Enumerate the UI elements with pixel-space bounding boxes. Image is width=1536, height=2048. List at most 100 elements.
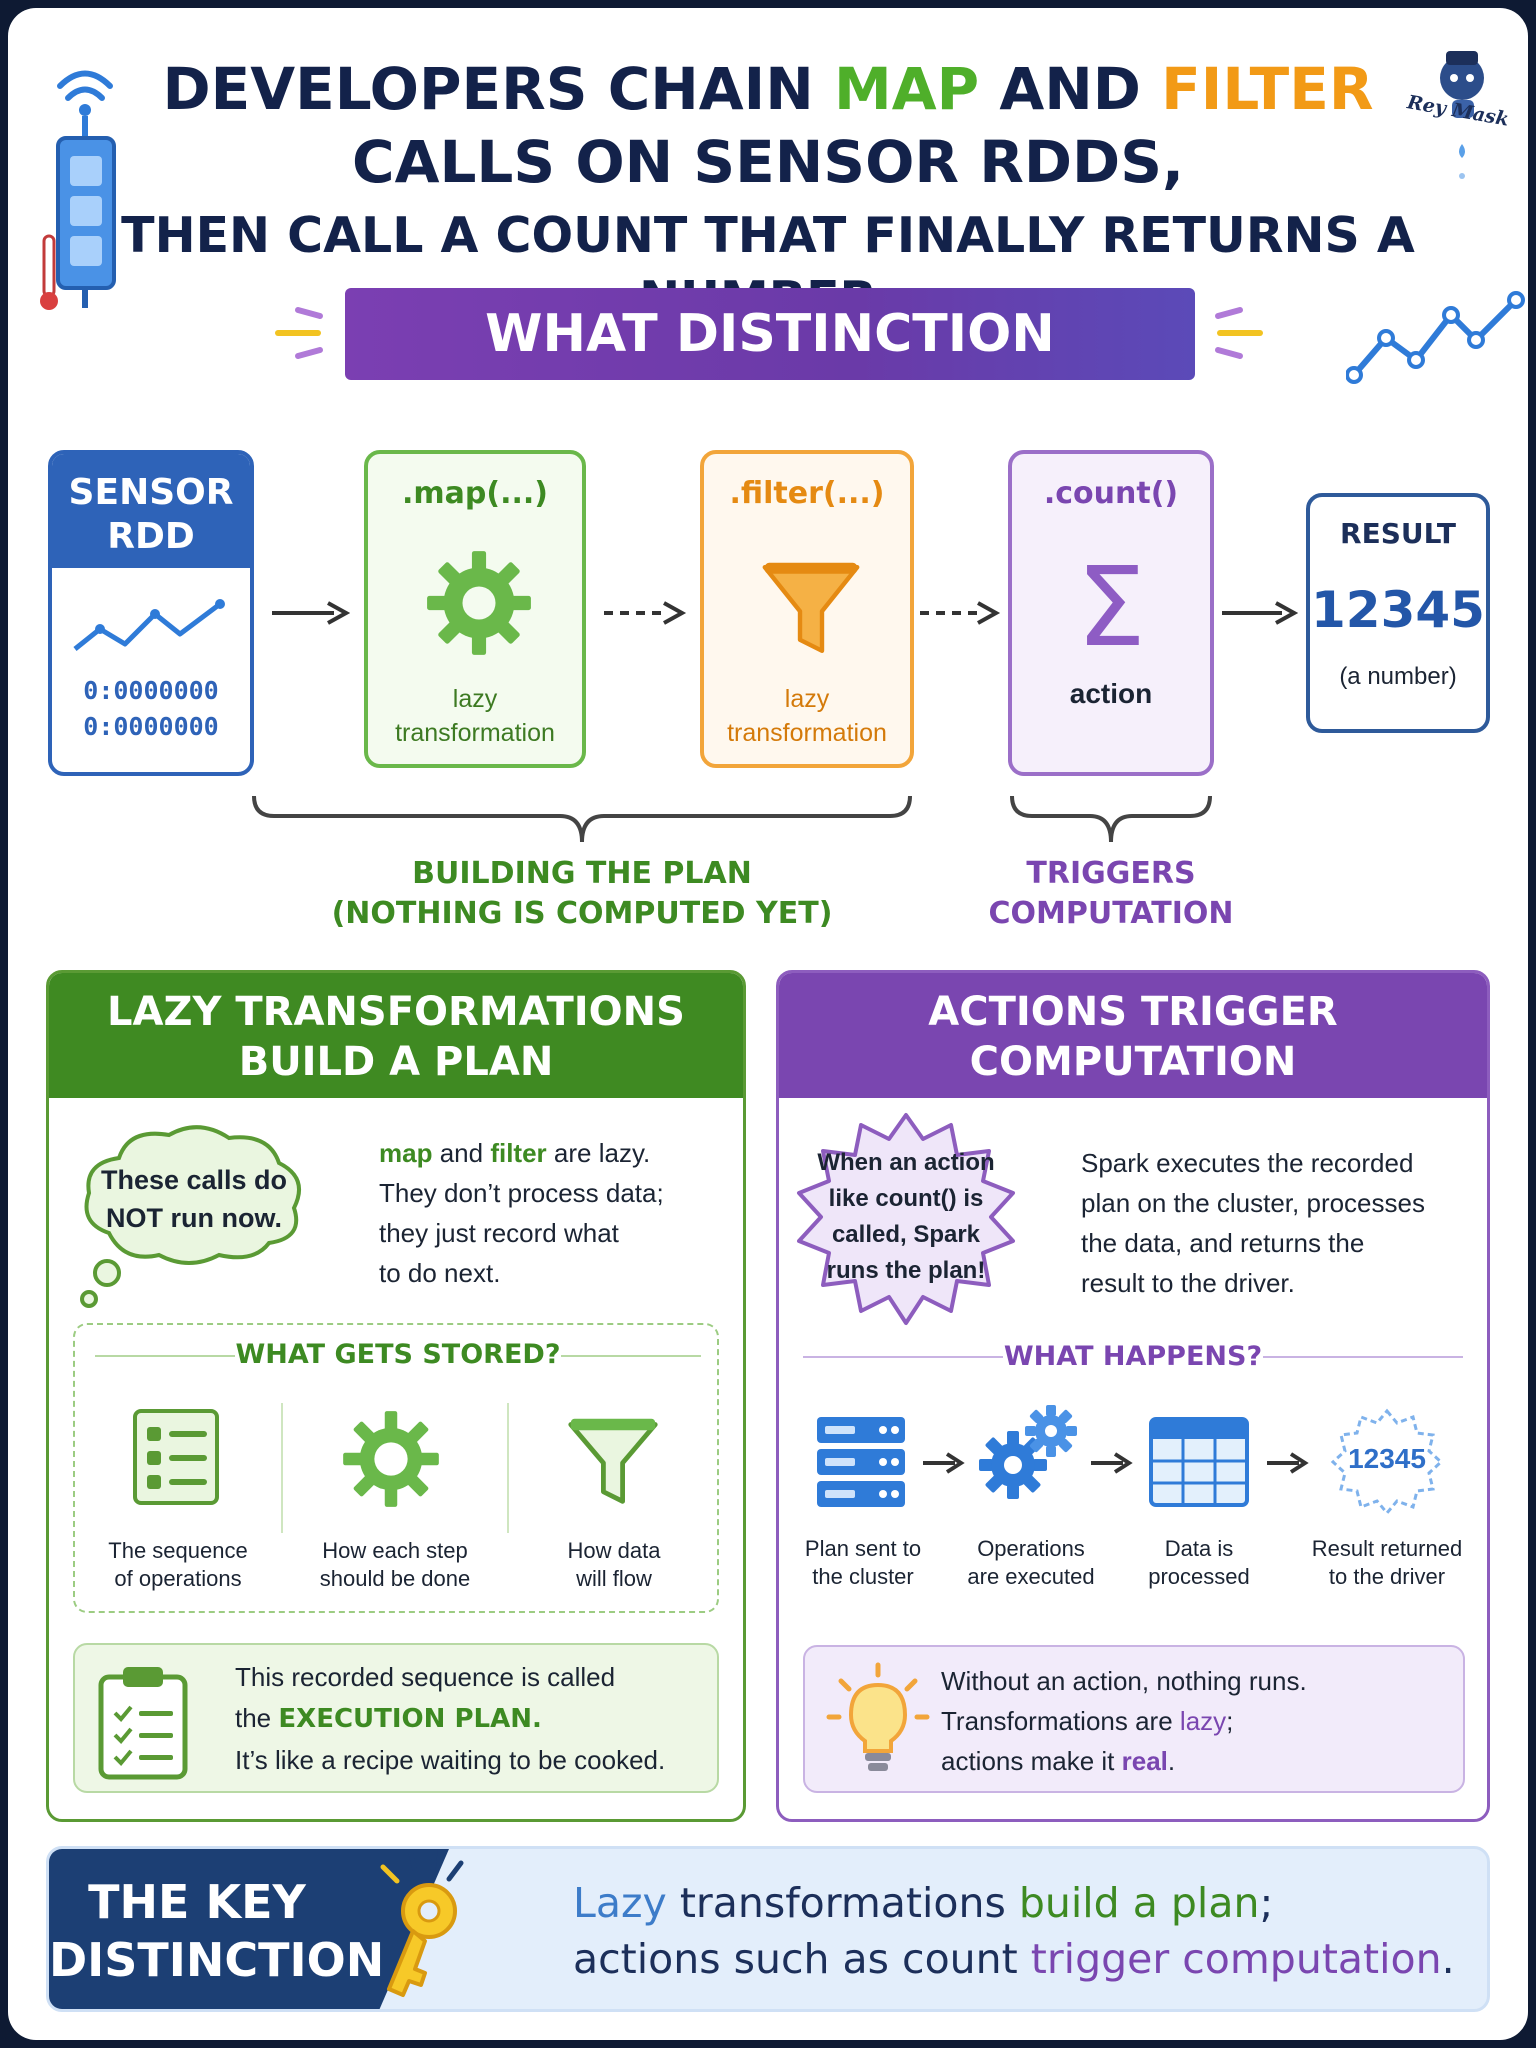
actions-description: Spark executes the recorded plan on the … — [1081, 1143, 1481, 1303]
burst-line-1: When an action — [817, 1149, 995, 1176]
filter-label: .filter(...) — [729, 476, 885, 511]
gear-outline-icon — [343, 1411, 439, 1507]
step-arrow-3 — [1267, 1452, 1309, 1474]
what-gets-stored-box: WHAT GETS STORED? — [73, 1323, 719, 1613]
desc-filter: filter — [490, 1138, 547, 1168]
sensor-rdd-box: SENSOR RDD 0:0000000 0:0000000 — [48, 450, 254, 776]
stored-item-2-line-2: should be done — [319, 1566, 471, 1591]
actions-desc-line-1: Spark executes the recorded — [1081, 1148, 1414, 1178]
stored-sep-2 — [507, 1403, 509, 1533]
execution-plan-note: This recorded sequence is called the EXE… — [73, 1643, 719, 1793]
title-and: AND — [999, 55, 1141, 123]
step-arrow-2 — [1091, 1452, 1133, 1474]
stored-item-1-line-1: The sequence — [108, 1538, 248, 1563]
lazy-transformations-panel: LAZY TRANSFORMATIONS BUILD A PLAN These … — [46, 970, 746, 1822]
arrow-4 — [1222, 611, 1282, 615]
key-distinction-footer: THE KEY DISTINCTION Lazy transformations… — [46, 1846, 1490, 2012]
what-happens-title: WHAT HAPPENS? — [1003, 1341, 1263, 1372]
result-box: RESULT 12345 (a number) — [1306, 493, 1490, 733]
thought-cloud-icon — [80, 1125, 301, 1308]
dashed-arrow-2 — [604, 601, 687, 625]
arrow-1-head — [327, 601, 350, 625]
desc-and: and — [439, 1138, 484, 1168]
plan-note-line-2: the EXECUTION PLAN. — [235, 1698, 715, 1740]
step-4-line-2: to the driver — [1328, 1564, 1446, 1589]
plan-note-line-3: It’s like a recipe waiting to be cooked. — [235, 1745, 666, 1775]
binary-row-1: 0:0000000 — [83, 676, 219, 705]
sparkle-right-icon — [1215, 307, 1263, 359]
burst-line-4: runs the plan! — [826, 1257, 986, 1284]
footer-build-plan: build a plan — [1018, 1879, 1260, 1927]
stored-item-3-line-1: How data — [567, 1538, 661, 1563]
footer-line-2: actions such as count trigger computatio… — [573, 1931, 1483, 1987]
stored-sep-1 — [281, 1403, 283, 1533]
burst-bubble-icon — [797, 1113, 1015, 1325]
arrow-4-head — [1275, 601, 1298, 625]
count-sub: action — [1069, 678, 1153, 709]
server-icon — [817, 1417, 905, 1507]
actions-desc-line-2: plan on the cluster, processes — [1081, 1188, 1425, 1218]
note-line-3-post: . — [1167, 1746, 1176, 1776]
sensor-rdd-header — [52, 454, 250, 568]
lazy-description: map and filter are lazy. They don’t proc… — [379, 1133, 739, 1293]
result-sub: (a number) — [1339, 663, 1457, 690]
lazy-desc-line-2: They don’t process data; — [379, 1178, 664, 1208]
result-value: 12345 — [1311, 581, 1485, 639]
question-banner: WHAT DISTINCTION MATTERS? — [345, 288, 1195, 456]
burst-line-2: like count() is — [828, 1185, 984, 1212]
step-arrow-1 — [923, 1452, 965, 1474]
infographic-page: Rey Mask DEVELOPERS CHAIN MAP AND FILTER… — [8, 8, 1528, 2040]
gears-icon — [979, 1405, 1077, 1499]
footer-line-2-pre: actions such as count — [573, 1935, 1018, 1983]
gear-icon — [427, 551, 531, 655]
key-icon — [380, 1849, 464, 1997]
title-map: MAP — [834, 55, 980, 123]
sparkle-left-icon — [275, 307, 323, 359]
lazy-panel-header: LAZY TRANSFORMATIONS BUILD A PLAN — [49, 973, 743, 1098]
note-line-3: actions make it real. — [941, 1741, 1461, 1781]
key-distinction-label-block — [49, 1849, 449, 2009]
result-badge-value: 12345 — [1348, 1443, 1426, 1474]
footer-trigger: trigger computation — [1030, 1935, 1442, 1983]
mascot-logo-icon — [1440, 51, 1484, 179]
map-label: .map(...) — [402, 476, 548, 511]
actions-panel-header: ACTIONS TRIGGER COMPUTATION — [779, 973, 1487, 1098]
lazy-panel-title-2: BUILD A PLAN — [238, 1039, 554, 1085]
stored-item-2-line-1: How each step — [322, 1538, 468, 1563]
stored-divider-right — [561, 1355, 701, 1357]
map-box: .map(...) lazy transformation — [364, 450, 586, 768]
count-box: .count() Σ action — [1008, 450, 1214, 776]
stored-item-1-line-2: of operations — [114, 1566, 242, 1591]
desc-are-lazy: are lazy. — [553, 1138, 651, 1168]
sensor-chart-icon — [73, 599, 225, 651]
plan-brace-label-1: BUILDING THE PLAN — [412, 856, 752, 891]
stored-item-3-line-2: will flow — [576, 1566, 652, 1591]
note-lazy: lazy — [1179, 1706, 1227, 1736]
key-label-2: DISTINCTION — [49, 1933, 385, 1987]
title-line-2: CALLS ON SENSOR RDDS, — [352, 128, 1184, 196]
arrow-1 — [272, 611, 334, 615]
note-line-3-pre: actions make it — [941, 1746, 1115, 1776]
clipboard-icon — [98, 1667, 188, 1780]
what-gets-stored-title: WHAT GETS STORED? — [235, 1339, 561, 1370]
trigger-label-2: COMPUTATION — [988, 896, 1234, 931]
nothing-runs-note: Without an action, nothing runs. Transfo… — [803, 1645, 1465, 1793]
step-2-line-2: are executed — [967, 1564, 1095, 1589]
burst-text: When an action like count() is called, S… — [811, 1145, 1001, 1289]
actions-desc-line-4: result to the driver. — [1081, 1268, 1295, 1298]
wireless-sensor-icon — [40, 70, 116, 310]
note-real: real — [1121, 1746, 1168, 1776]
count-label: .count() — [1043, 476, 1179, 511]
stored-divider-left — [95, 1355, 235, 1357]
binary-row-2: 0:0000000 — [83, 712, 219, 741]
step-3-line-2: processed — [1148, 1564, 1250, 1589]
happens-divider-left — [803, 1356, 1003, 1358]
table-icon — [1149, 1417, 1249, 1507]
plan-note-the: the — [235, 1703, 272, 1733]
sensor-rdd-title-2: RDD — [107, 516, 195, 557]
actions-panel-title-1: ACTIONS TRIGGER — [928, 989, 1338, 1035]
lazy-desc-line-1: map and filter are lazy. — [379, 1133, 739, 1173]
step-3-line-1: Data is — [1164, 1536, 1234, 1561]
note-line-1: Without an action, nothing runs. — [941, 1666, 1307, 1696]
funnel-outline-icon — [568, 1418, 658, 1504]
